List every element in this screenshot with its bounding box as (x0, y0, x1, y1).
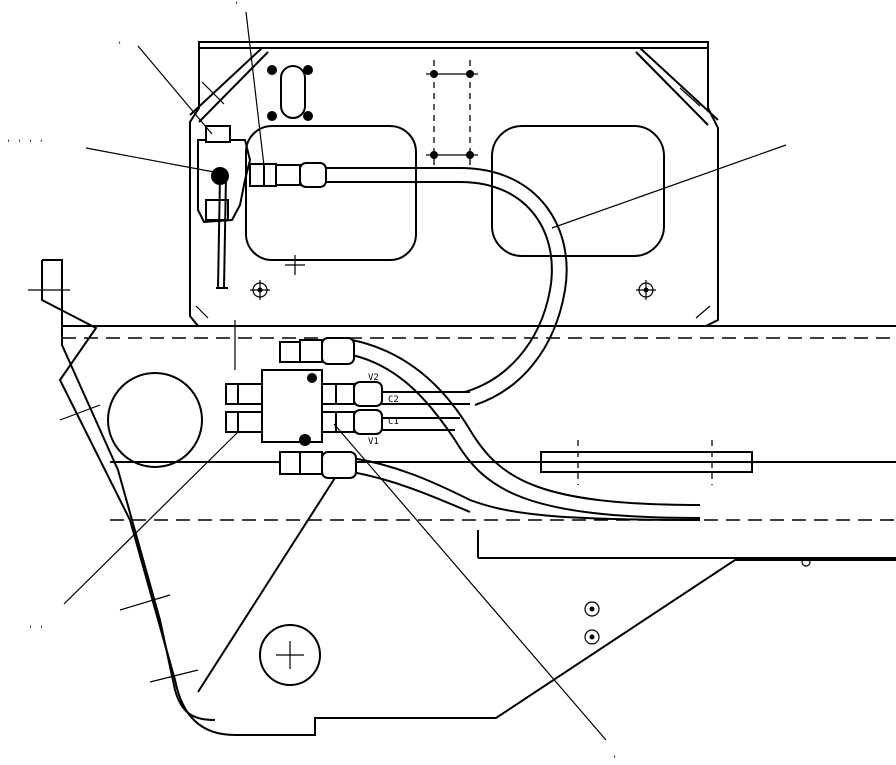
frame-hole-large (107, 372, 203, 468)
bracket-window-left (245, 125, 417, 261)
hydraulic-hoses (326, 167, 701, 521)
port-label-c2: C2 (388, 395, 399, 405)
callout-top-a: ' (234, 1, 239, 11)
leader-lines (63, 11, 787, 741)
adjust-slot (280, 65, 306, 119)
callout-left: ' ' ' ' (6, 139, 44, 149)
port-label-v1: V1 (368, 437, 379, 447)
pivot-pin (259, 624, 321, 686)
slotted-bar (540, 451, 753, 473)
port-label-c1: C1 (388, 417, 399, 427)
control-valve-upper (197, 125, 327, 289)
callout-top-b: ' (117, 41, 122, 51)
port-label-v2: V2 (368, 373, 379, 383)
callout-bottom-left: ' ' (28, 625, 44, 635)
callout-marks: ' ' ' ' ' ' ' ' ' (6, 1, 617, 765)
bracket-window-right (491, 125, 665, 257)
lower-frame (28, 259, 896, 736)
callout-bottom: ' (612, 755, 617, 765)
upper-bracket (189, 41, 719, 327)
valve-block: V2 C2 C1 V1 (225, 337, 399, 479)
bolt-marks (250, 60, 656, 300)
